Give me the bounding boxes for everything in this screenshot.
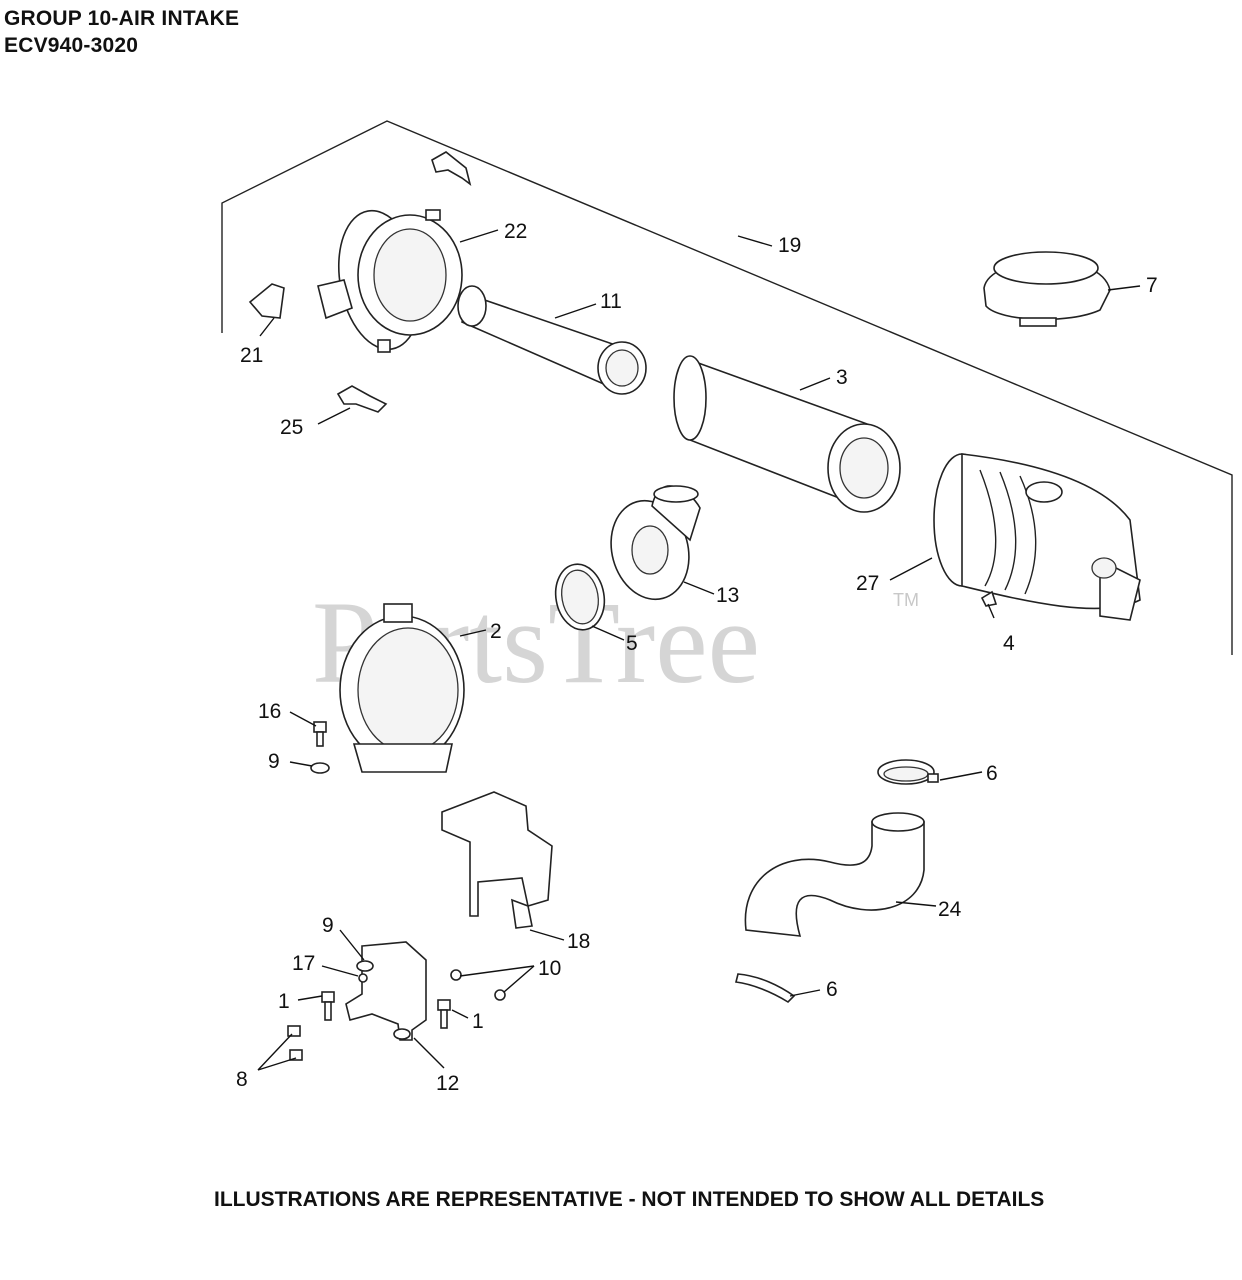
part-25-clip[interactable] xyxy=(336,385,388,413)
callout-27: 27 xyxy=(856,572,879,595)
part-21-cap[interactable] xyxy=(248,283,285,319)
callout-10: 10 xyxy=(538,957,561,980)
callout-13: 13 xyxy=(716,584,739,607)
part-24-hose[interactable] xyxy=(744,812,925,937)
callout-18: 18 xyxy=(567,930,590,953)
part-10-nut-b[interactable] xyxy=(494,989,506,1001)
callout-5: 5 xyxy=(626,632,638,655)
part-17-fastener[interactable] xyxy=(358,973,368,983)
model-number: ECV940-3020 xyxy=(4,34,139,57)
callout-9-upper: 9 xyxy=(268,750,280,773)
part-6-clamp-lower[interactable] xyxy=(735,973,796,1004)
part-4-valve[interactable] xyxy=(980,590,998,607)
callout-16: 16 xyxy=(258,700,281,723)
part-16-bolt[interactable] xyxy=(313,721,327,747)
callout-11: 11 xyxy=(600,290,622,313)
callout-17: 17 xyxy=(292,952,315,975)
part-13-elbow[interactable] xyxy=(600,485,701,608)
part-8-bolt-a[interactable] xyxy=(287,1025,301,1037)
callout-21: 21 xyxy=(240,344,263,367)
part-5-gasket[interactable] xyxy=(551,560,610,633)
part-27-air-cleaner-body[interactable] xyxy=(933,453,1141,621)
part-10-nut-a[interactable] xyxy=(450,969,462,981)
callout-1-right: 1 xyxy=(472,1010,484,1033)
panel-outline xyxy=(221,120,1233,655)
callout-19: 19 xyxy=(778,234,801,257)
part-2-mounting-band[interactable] xyxy=(339,603,465,773)
part-6-clamp-upper[interactable] xyxy=(877,759,939,785)
part-8-bolt-b[interactable] xyxy=(289,1049,303,1061)
part-12-lower-bracket[interactable] xyxy=(345,941,427,1041)
callout-24: 24 xyxy=(938,898,962,921)
callout-9-lower: 9 xyxy=(322,914,334,937)
callout-8: 8 xyxy=(236,1068,248,1091)
watermark-trademark: TM xyxy=(893,590,919,610)
callout-3: 3 xyxy=(836,366,848,389)
part-7-cap[interactable] xyxy=(983,251,1111,327)
part-1-bolt-right[interactable] xyxy=(437,999,451,1029)
callout-1-left: 1 xyxy=(278,990,290,1013)
callout-4: 4 xyxy=(1003,632,1015,655)
callout-7: 7 xyxy=(1146,274,1158,297)
part-clip-top[interactable] xyxy=(431,151,472,186)
callout-6-upper: 6 xyxy=(986,762,998,785)
callout-2: 2 xyxy=(490,620,502,643)
disclaimer-footer: ILLUSTRATIONS ARE REPRESENTATIVE - NOT I… xyxy=(214,1188,1045,1211)
part-18-bracket[interactable] xyxy=(441,791,553,929)
part-11-inner-filter[interactable] xyxy=(457,285,647,395)
callout-25: 25 xyxy=(280,416,303,439)
callout-12: 12 xyxy=(436,1072,459,1095)
group-title: GROUP 10-AIR INTAKE xyxy=(4,7,240,30)
part-3-filter-element[interactable] xyxy=(673,355,901,513)
callout-6-lower: 6 xyxy=(826,978,838,1001)
part-1-bolt-left[interactable] xyxy=(321,991,335,1021)
part-9-washer-lower[interactable] xyxy=(356,960,374,972)
part-9-washer-upper[interactable] xyxy=(310,762,330,774)
part-22-housing[interactable] xyxy=(317,204,463,356)
callout-22: 22 xyxy=(504,220,527,243)
